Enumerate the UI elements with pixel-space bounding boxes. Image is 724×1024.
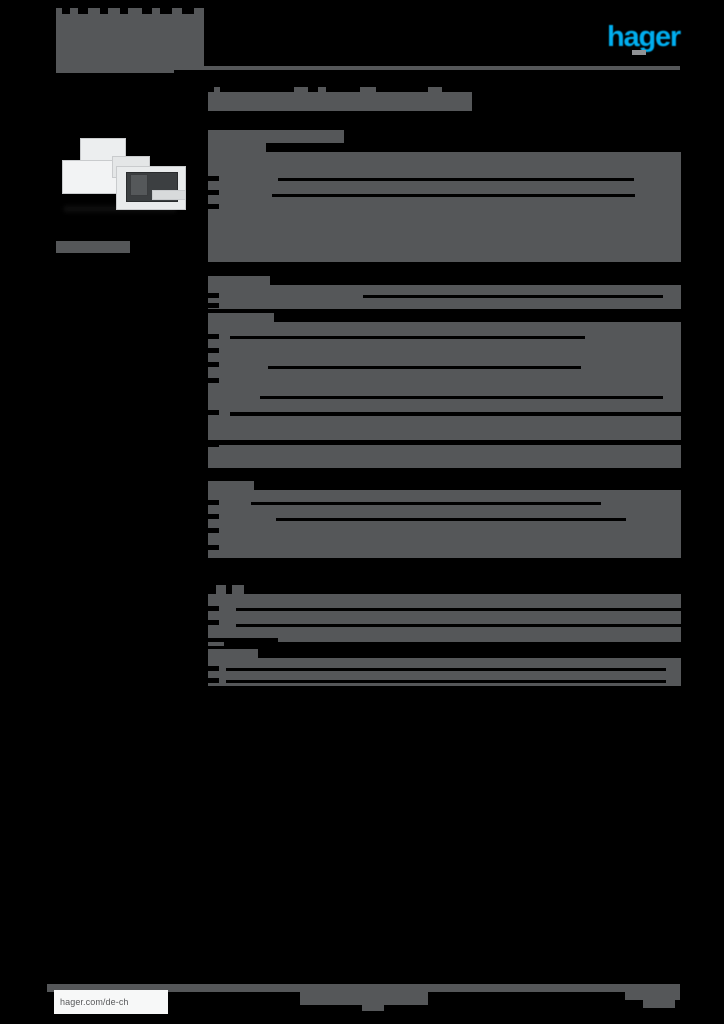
footer-url-text: hager.com/de-ch <box>60 997 129 1007</box>
row-gap-notch <box>208 204 219 209</box>
spec-section-5 <box>208 585 681 646</box>
spec-section-1-heading-redacted <box>208 143 266 153</box>
footer-right-text-redacted <box>625 988 680 1008</box>
row-separator <box>268 366 581 369</box>
row-separator <box>272 194 635 197</box>
row-gap-notch <box>208 528 219 533</box>
page-header: hager <box>0 0 724 73</box>
section-end-separator <box>208 262 681 268</box>
spec-section-6 <box>208 649 681 686</box>
spec-section-5-heading-cap-b <box>232 585 244 595</box>
footer-center-text-redacted <box>300 992 428 1011</box>
row-gap-notch <box>208 500 219 505</box>
row-separator <box>236 608 681 611</box>
spec-section-5-heading-redacted <box>208 594 288 602</box>
row-gap-notch <box>208 666 219 671</box>
row-gap-notch <box>208 293 219 298</box>
spec-section-3-heading-redacted <box>208 313 274 323</box>
spec-section-4-heading-redacted <box>208 481 254 491</box>
row-separator <box>226 680 666 683</box>
row-gap-notch <box>208 545 219 550</box>
product-image <box>56 132 196 232</box>
hager-logo: hager <box>598 21 681 55</box>
spec-section-5-heading-cap-a <box>216 585 226 595</box>
row-gap-notch <box>208 620 219 625</box>
spec-section-4-heading-cap <box>232 481 246 491</box>
row-gap-notch <box>208 348 219 353</box>
row-gap-notch <box>208 514 219 519</box>
row-separator <box>230 336 585 339</box>
footer-divider <box>47 984 680 992</box>
row-gap-notch <box>208 362 219 367</box>
header-divider <box>56 66 680 70</box>
row-separator <box>278 178 634 181</box>
row-gap-notch <box>208 303 219 308</box>
hager-logo-text: hager <box>607 21 681 53</box>
hager-logo-accent-dot <box>632 50 646 55</box>
page-title-redacted <box>208 87 472 111</box>
product-image-caption-redacted <box>56 241 130 253</box>
row-separator <box>226 668 666 671</box>
product-part-front-rail <box>152 190 186 200</box>
spec-section-1 <box>208 143 681 268</box>
section-end-separator <box>224 642 681 646</box>
row-separator <box>251 502 601 505</box>
spec-section-4 <box>208 481 681 564</box>
row-separator <box>363 295 663 298</box>
product-shadow <box>64 206 176 212</box>
row-gap-notch <box>208 606 219 611</box>
document-title-redacted <box>56 8 204 73</box>
section-end-separator <box>208 468 681 474</box>
row-gap-notch <box>208 190 219 195</box>
row-separator <box>276 518 626 521</box>
spec-section-2 <box>208 276 681 309</box>
row-gap-notch <box>208 176 219 181</box>
row-gap-notch <box>208 334 219 339</box>
row-gap-notch <box>208 678 219 683</box>
row-separator <box>208 440 681 445</box>
spec-section-6-heading-redacted <box>208 649 258 659</box>
row-gap-notch <box>208 378 219 383</box>
spec-section-2-heading-redacted <box>208 276 270 286</box>
row-separator <box>208 638 278 642</box>
footer-url[interactable]: hager.com/de-ch <box>54 990 168 1014</box>
row-separator <box>236 624 681 627</box>
row-separator <box>260 396 663 399</box>
product-part-terminal <box>130 174 148 196</box>
spec-section-3 <box>208 313 681 474</box>
row-gap-notch <box>208 410 219 415</box>
section-end-separator <box>208 558 681 564</box>
row-separator <box>230 412 681 416</box>
page-subtitle-redacted <box>208 130 344 143</box>
